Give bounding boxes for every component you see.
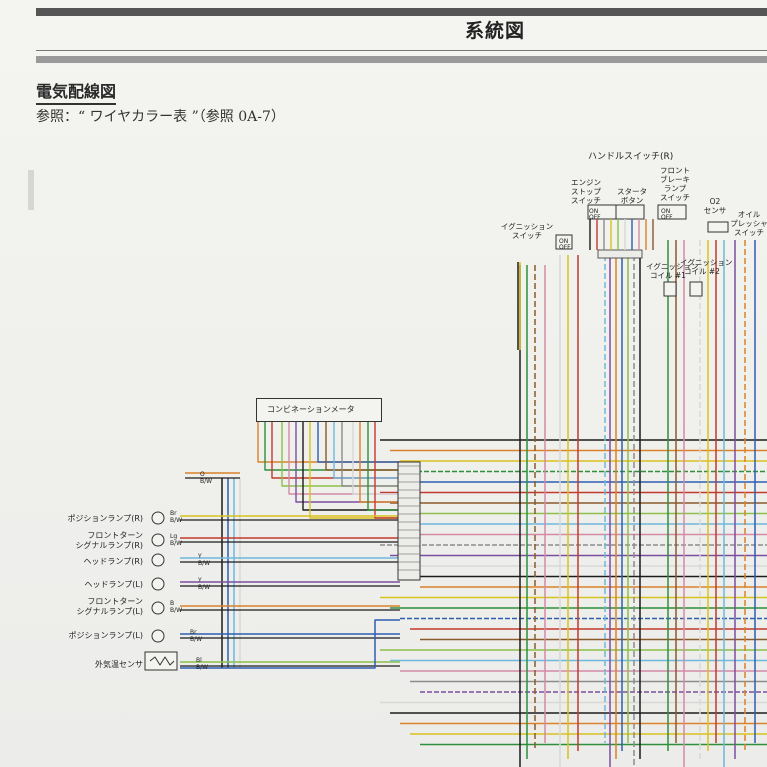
lamp-icon <box>151 553 165 567</box>
wire-code: Br <box>170 510 177 517</box>
page-title: 系統図 <box>465 20 526 42</box>
ign-coil-2-label: イグニッション コイル #2 <box>680 258 733 276</box>
brake-on-mark: ON <box>661 208 671 215</box>
lamp-icon <box>151 601 165 615</box>
wire <box>341 420 400 487</box>
front-turn-r-label: フロントターン シグナルランプ(R) <box>75 531 143 550</box>
switch-off-mark: OFF <box>589 214 601 221</box>
wire <box>288 420 400 495</box>
o2-sensor-label: O2 センサ <box>703 197 727 215</box>
wire <box>281 420 400 487</box>
headlamp-r-label: ヘッドランプ(R) <box>83 557 143 566</box>
ign-coil-1-label: イグニッション コイル #1 <box>646 262 699 280</box>
headlamp-l-label: ヘッドランプ(L) <box>84 580 143 589</box>
wire-code: B/W <box>196 664 209 671</box>
wire <box>309 420 400 519</box>
front-brake-label: フロント ブレーキ ランプ スイッチ <box>660 166 690 202</box>
subheader-rule <box>36 56 767 63</box>
wire-code: B/W <box>170 540 183 547</box>
wire-code: B/W <box>198 560 211 567</box>
position-lamp-l-label: ポジションランプ(L) <box>68 631 143 640</box>
coil-icon <box>689 281 703 297</box>
lamp-icon <box>151 577 165 591</box>
wire-code: B/W <box>200 478 213 485</box>
wire <box>295 420 400 503</box>
switch-icon <box>615 204 645 220</box>
wire <box>257 420 400 463</box>
wire <box>367 420 400 511</box>
wire-code: B <box>170 600 175 607</box>
wire <box>352 420 400 495</box>
ignition-off-mark: OFF <box>559 244 571 251</box>
wire <box>149 656 175 666</box>
wire <box>180 619 400 669</box>
section-title: 電気配線図 <box>36 78 117 105</box>
wire-code: Y <box>198 553 202 560</box>
front-turn-l-label: フロントターン シグナルランプ(L) <box>76 597 143 616</box>
reference-note: 参照：“ ワイヤカラー表 ”（参照 0A-7） <box>36 109 285 125</box>
position-lamp-r-label: ポジションランプ(R) <box>67 514 143 523</box>
ambient-temp-sensor-label: 外気温センサ <box>95 660 143 669</box>
wire-code: B/W <box>170 607 183 614</box>
lamp-icon <box>151 629 165 643</box>
starter-label: スタータ ボタン <box>617 187 647 205</box>
wire-code: Bl <box>196 657 202 664</box>
ignition-on-mark: ON <box>559 238 569 245</box>
temp-sensor-icon <box>144 651 178 671</box>
handle-switch-label: ハンドルスイッチ(R) <box>588 152 674 162</box>
coil-icon <box>663 281 677 297</box>
wire <box>374 420 400 519</box>
combination-meter-label: コンビネーションメータ <box>267 405 355 414</box>
wire-code: Lg <box>170 533 178 540</box>
o2-sensor-icon <box>707 221 729 233</box>
wire-code: B/W <box>190 636 203 643</box>
wire <box>317 420 400 463</box>
wire-code: Y <box>198 577 202 584</box>
oil-pressure-label: オイル プレッシャ スイッチ <box>730 210 767 237</box>
wire <box>359 420 400 503</box>
wire-code: B/W <box>198 584 211 591</box>
connector-block <box>597 249 643 259</box>
ignition-switch-label: イグニッション スイッチ <box>500 222 554 240</box>
lamp-icon <box>151 533 165 547</box>
wire-code: O <box>200 471 205 478</box>
wire-code: Br <box>190 629 197 636</box>
header-box <box>36 16 767 51</box>
engine-stop-label: エンジン ストップ スイッチ <box>571 178 601 205</box>
brake-off-mark: OFF <box>661 214 673 221</box>
header-rule <box>36 8 767 16</box>
ignition-switch-icon <box>555 234 573 250</box>
switch-icon <box>657 204 687 220</box>
lamp-icon <box>151 511 165 525</box>
faint-mark <box>28 170 34 210</box>
connector-block <box>397 461 421 581</box>
combination-meter-box: コンビネーションメータ <box>256 398 382 422</box>
wire-code: B/W <box>170 517 183 524</box>
wire <box>333 420 400 479</box>
switch-on-mark: ON <box>589 208 599 215</box>
